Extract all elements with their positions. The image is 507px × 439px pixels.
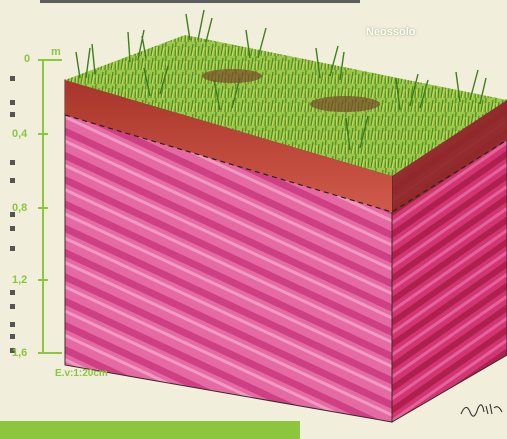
depth-scale (38, 60, 62, 353)
dry-grass-patch (310, 96, 380, 112)
dry-grass-patch (202, 69, 262, 83)
artist-signature (458, 396, 507, 420)
scale-tick-label: 1,2 (12, 274, 27, 286)
scale-tick-label: 1,6 (12, 347, 27, 359)
vertical-scale-note: E.v:1:20cm (55, 368, 108, 379)
scale-tick-label: 0,4 (12, 128, 27, 140)
soil-type-label: Neossolo (366, 26, 416, 38)
scale-unit: m (51, 46, 61, 58)
scale-tick-label: 0,8 (12, 202, 27, 214)
scale-tick-label: 0 (24, 53, 30, 65)
footer-green-bar (0, 421, 300, 439)
